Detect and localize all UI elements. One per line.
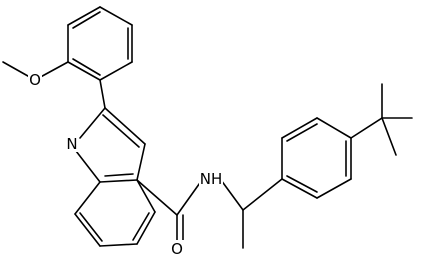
bond-line xyxy=(74,213,101,247)
bond-line xyxy=(99,179,138,183)
bond-line xyxy=(79,212,103,242)
bond-line xyxy=(316,117,352,139)
bond-line xyxy=(99,79,106,109)
bond-line xyxy=(220,179,244,211)
bond-line xyxy=(102,114,140,148)
bond-line xyxy=(381,117,397,156)
bond-line xyxy=(75,150,101,183)
bond-line xyxy=(79,107,106,139)
bond-line xyxy=(350,117,383,139)
bond-line xyxy=(72,58,101,76)
atom-label-layer: O N NH O xyxy=(28,71,223,258)
bond-line xyxy=(286,123,318,142)
bond-line xyxy=(67,61,101,81)
bond-line xyxy=(104,173,134,177)
methoxy-oxygen-label: O xyxy=(29,71,41,89)
bond-line xyxy=(132,212,150,241)
bond-line xyxy=(99,6,133,26)
bond-line xyxy=(99,61,133,81)
bond-line xyxy=(99,243,138,247)
bond-line xyxy=(286,175,318,193)
bond-line xyxy=(176,179,203,216)
bond-line xyxy=(242,178,283,211)
bond-line xyxy=(281,178,318,199)
bond-line xyxy=(316,178,352,199)
bond-line xyxy=(281,117,318,139)
bond-line xyxy=(67,6,101,26)
amide-nh-label: NH xyxy=(200,170,223,188)
bond-line xyxy=(136,179,156,213)
bond-line xyxy=(136,143,146,181)
bond-line xyxy=(104,107,146,145)
bond-line xyxy=(72,11,101,29)
bond-line xyxy=(74,181,101,215)
quinoline-nitrogen-label: N xyxy=(66,135,77,153)
bond-layer xyxy=(2,6,413,249)
bond-line xyxy=(136,211,156,245)
carbonyl-oxygen-label: O xyxy=(171,240,183,258)
bond-line xyxy=(136,179,178,216)
